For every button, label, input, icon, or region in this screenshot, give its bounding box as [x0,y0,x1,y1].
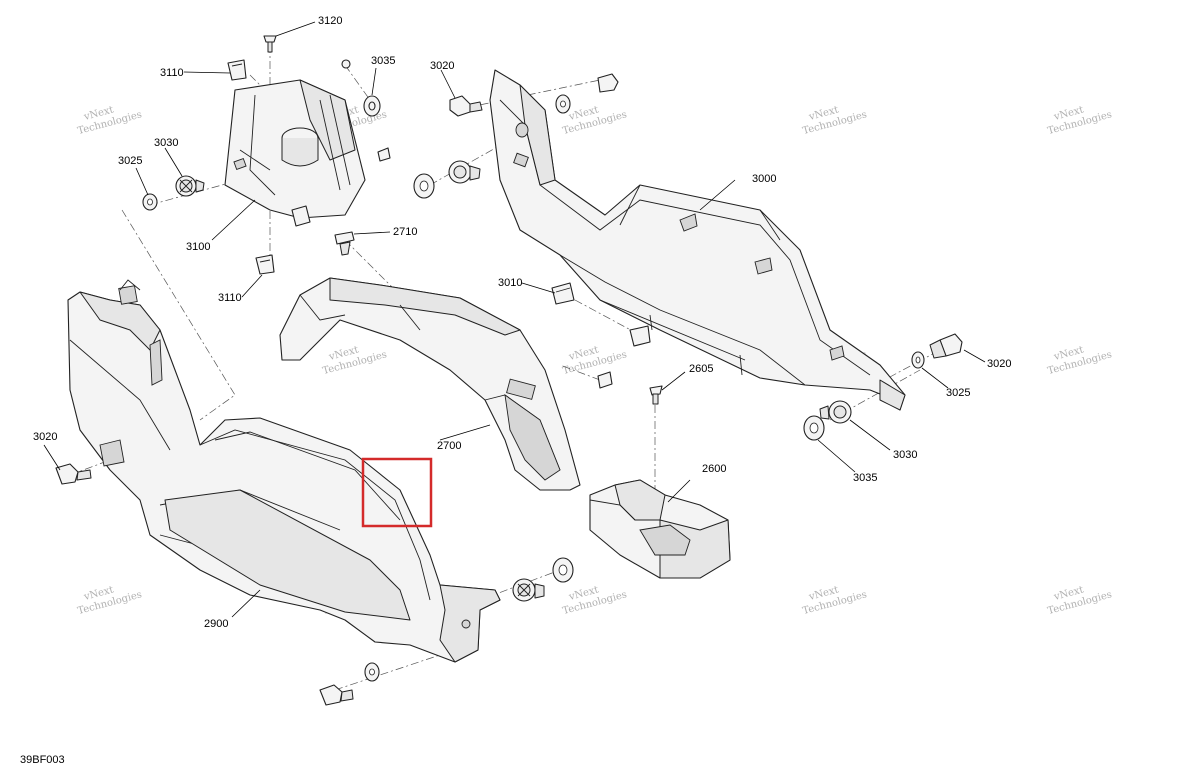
callout-2700: 2700 [437,440,461,452]
callout-2900: 2900 [204,618,228,630]
callout-3020-left: 3020 [33,431,57,443]
callout-3025-left: 3025 [118,155,142,167]
diagram-reference-code: 39BF003 [20,754,65,766]
callout-3030-left: 3030 [154,137,178,149]
cover-2700 [279,277,581,491]
callout-3100: 3100 [186,241,210,253]
fasteners-upper-left [142,35,391,275]
highlight-box [361,457,433,528]
fasteners-right [413,73,963,441]
callout-3010: 3010 [498,277,522,289]
callout-labels: 3120 3110 3035 3020 3025 3030 3100 2710 … [33,15,1011,630]
panel-3000 [489,69,906,411]
callout-3020-right: 3020 [987,358,1011,370]
box-2600 [589,479,731,579]
callout-3025-right: 3025 [946,387,970,399]
callout-3000: 3000 [752,173,776,185]
callout-3035-right: 3035 [853,472,877,484]
callout-2710: 2710 [393,226,417,238]
leader-lines [43,21,986,618]
callout-3110-top: 3110 [160,67,184,79]
callout-2605: 2605 [689,363,713,375]
bracket-3100 [224,79,366,219]
fasteners-lower [55,463,574,706]
callout-3030-right: 3030 [893,449,917,461]
callout-3020-top: 3020 [430,60,454,72]
callout-3110-bottom: 3110 [218,292,242,304]
callout-3120: 3120 [318,15,342,27]
panel-2900 [67,279,501,663]
callout-3035-top: 3035 [371,55,395,67]
callout-2600: 2600 [702,463,726,475]
